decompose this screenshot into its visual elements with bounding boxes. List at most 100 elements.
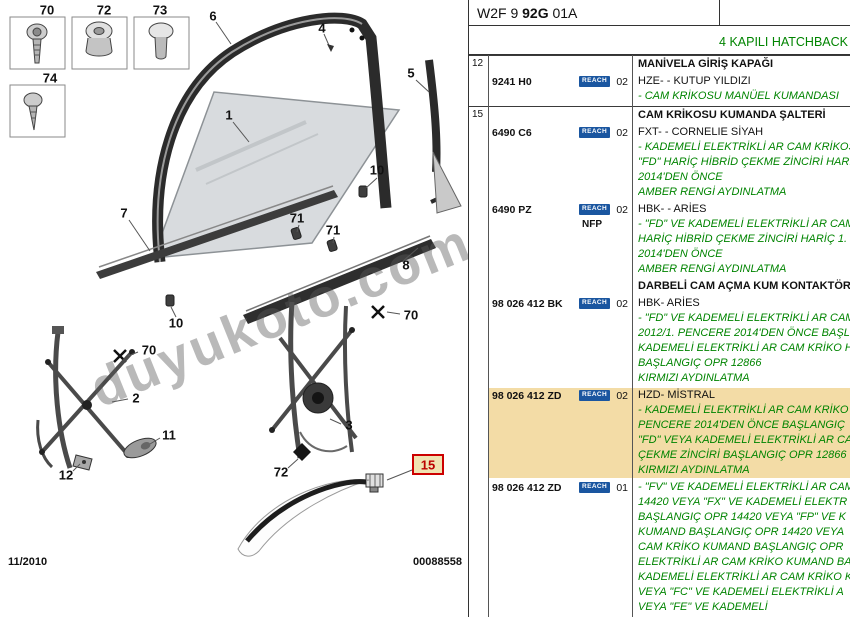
handle-part bbox=[123, 437, 157, 459]
description-line: PENCERE 2014'DEN ÖNCE BAŞLANGIÇ bbox=[638, 419, 845, 431]
part-callout-6[interactable]: 6 bbox=[209, 9, 216, 24]
window-regulator-right bbox=[269, 301, 358, 459]
part-cell-empty bbox=[488, 108, 632, 123]
description-line: - KADEMELİ ELEKTRİKLİ AR CAM KRİKO bbox=[638, 404, 849, 416]
section-title: MANİVELA GİRİŞ KAPAĞI bbox=[638, 58, 774, 70]
trim-strip bbox=[237, 479, 370, 557]
reach-badge[interactable]: REACH bbox=[579, 482, 611, 493]
description-line: ÇEKME ZİNCİRİ BAŞLANGIÇ OPR 12866 bbox=[638, 449, 847, 461]
description-line: - "FD" VE KADEMELİ ELEKTRİKLİ AR CAM bbox=[638, 218, 850, 230]
row-index bbox=[469, 388, 488, 478]
description-line: KADEMELİ ELEKTRİKLİ AR CAM KRİKO K bbox=[638, 571, 850, 583]
vehicle-variant-label: 4 KAPILI HATCHBACK bbox=[469, 26, 850, 55]
description-line: 14420 VEYA "FX" VE KADEMELİ ELEKTR bbox=[638, 496, 848, 508]
part-callout-3[interactable]: 3 bbox=[345, 418, 352, 433]
description-line: HZE- - KUTUP YILDIZI bbox=[638, 75, 751, 87]
table-section-title-row: 15 CAM KRİKOSU KUMANDA ŞALTERİ bbox=[469, 106, 850, 123]
fastener-boxes bbox=[9, 16, 190, 138]
description-line: ELEKTRİKLİ AR CAM KRİKO KUMAND BA bbox=[638, 556, 850, 568]
row-index: 12 bbox=[472, 58, 484, 69]
parts-list-panel: W2F 9 92G 01A 4 KAPILI HATCHBACK 12 MANİV… bbox=[468, 0, 850, 617]
clips bbox=[165, 185, 368, 307]
part-callout-4[interactable]: 4 bbox=[318, 21, 326, 36]
row-index bbox=[469, 480, 488, 615]
section-title: CAM KRİKOSU KUMANDA ŞALTERİ bbox=[638, 109, 826, 121]
part-callout-8[interactable]: 8 bbox=[402, 258, 409, 273]
part-number[interactable]: 98 026 412 BK bbox=[492, 297, 563, 310]
row-index: 15 bbox=[472, 109, 484, 120]
description-line: KIRMIZI AYDINLATMA bbox=[638, 372, 750, 384]
description-line: - "FV" VE KADEMELİ ELEKTRİKLİ AR CAM bbox=[638, 481, 850, 493]
switch-part bbox=[365, 473, 384, 493]
description-line: - "FD" VE KADEMELİ ELEKTRİKLİ AR CAM bbox=[638, 312, 850, 324]
part-number[interactable]: 98 026 412 ZD bbox=[492, 481, 562, 494]
part-callout-15[interactable]: 15 bbox=[421, 458, 435, 473]
part-callout-5[interactable]: 5 bbox=[407, 66, 414, 81]
description-line: KADEMELİ ELEKTRİKLİ AR CAM KRİKO H bbox=[638, 342, 850, 354]
header-strip: W2F 9 92G 01A bbox=[469, 0, 850, 26]
quantity: 02 bbox=[616, 203, 628, 216]
fastener-icons bbox=[23, 21, 174, 131]
description-cell: HBK- ARİES- "FD" VE KADEMELİ ELEKTRİKLİ … bbox=[632, 296, 850, 386]
part-number[interactable]: 9241 H0 bbox=[492, 75, 532, 88]
square-nut bbox=[293, 443, 311, 461]
reach-badge[interactable]: REACH bbox=[579, 204, 611, 215]
part-callout-1[interactable]: 1 bbox=[225, 108, 232, 123]
row-index bbox=[469, 125, 488, 200]
part-number[interactable]: 6490 C6 bbox=[492, 126, 532, 139]
part-callout-12[interactable]: 12 bbox=[59, 468, 73, 483]
part-callout-7[interactable]: 7 bbox=[120, 206, 127, 221]
parts-diagram: duyukoto.com 707273746451107717181070702… bbox=[9, 3, 480, 557]
description-line: BAŞLANGIÇ OPR 14420 VEYA "FP" VE K bbox=[638, 511, 846, 523]
part-number[interactable]: 6490 PZ bbox=[492, 203, 532, 216]
reach-badge[interactable]: REACH bbox=[579, 298, 611, 309]
part-callout-10[interactable]: 10 bbox=[370, 163, 384, 178]
part-callout-72[interactable]: 72 bbox=[274, 465, 288, 480]
quantity: 02 bbox=[616, 389, 628, 402]
part-callout-11[interactable]: 11 bbox=[162, 428, 176, 443]
table-part-row[interactable]: 9241 H0 REACH 02 HZE- - KUTUP YILDIZI - CAM … bbox=[469, 74, 850, 104]
reach-badge[interactable]: REACH bbox=[579, 390, 611, 401]
description-line: KIRMIZI AYDINLATMA bbox=[638, 464, 750, 476]
section-title: DARBELİ CAM AÇMA KUM KONTAKTÖRÜ bbox=[638, 280, 850, 292]
lower-seal-left bbox=[96, 185, 338, 279]
highlighted-callout-box[interactable] bbox=[412, 454, 444, 475]
diagram-date: 11/2010 bbox=[8, 556, 48, 568]
part-callout-71[interactable]: 71 bbox=[326, 223, 340, 238]
description-cell: HZD- MİSTRAL- KADEMELİ ELEKTRİKLİ AR CAM… bbox=[632, 388, 850, 478]
part-callout-2[interactable]: 2 bbox=[132, 391, 139, 406]
callout-labels: 70 72 73 74 6 4 5 1 10 7 71 71 8 10 70 70 2 3 11 12 72 15 bbox=[40, 3, 444, 483]
reach-badge[interactable]: REACH bbox=[579, 127, 611, 138]
description-line: VEYA "FC" VE KADEMELİ ELEKTRİKLİ A bbox=[638, 586, 844, 598]
window-regulator-left bbox=[36, 326, 135, 469]
reach-badge[interactable]: REACH bbox=[579, 76, 611, 87]
part-callout-10[interactable]: 10 bbox=[169, 316, 183, 331]
part-callout-72[interactable]: 72 bbox=[97, 3, 111, 18]
part-callout-70[interactable]: 70 bbox=[40, 3, 54, 18]
description-cell: HBK- - ARİES- "FD" VE KADEMELİ ELEKTRİKL… bbox=[632, 202, 850, 277]
part-callout-74[interactable]: 74 bbox=[43, 71, 58, 86]
part-callout-73[interactable]: 73 bbox=[153, 3, 167, 18]
part-callout-71[interactable]: 71 bbox=[290, 211, 304, 226]
description-cell: FXT- - CORNELIE SİYAH- KADEMELİ ELEKTRİK… bbox=[632, 125, 850, 200]
part-callout-70[interactable]: 70 bbox=[404, 308, 418, 323]
quantity: 02 bbox=[616, 75, 628, 88]
row-index bbox=[469, 202, 488, 277]
part-code-suffix: 01A bbox=[548, 5, 578, 21]
description-cell: - "FV" VE KADEMELİ ELEKTRİKLİ AR CAM 1442… bbox=[632, 480, 850, 615]
description-line: - CAM KRİKOSU MANÜEL KUMANDASI bbox=[638, 90, 839, 102]
description-line: VEYA "FE" VE KADEMELİ bbox=[638, 601, 768, 613]
description-line: AMBER RENGİ AYDINLATMA bbox=[638, 263, 787, 275]
part-callout-70[interactable]: 70 bbox=[142, 343, 156, 358]
table-part-row[interactable]: 98 026 412 ZD REACH 02 HZD- MİSTRAL- KADEME… bbox=[469, 388, 850, 478]
part-number[interactable]: 98 026 412 ZD bbox=[492, 389, 562, 402]
description-line: HARİÇ HİBRİD ÇEKME ZİNCİRİ HARİÇ 1. bbox=[638, 233, 848, 245]
parts-table: 12 MANİVELA GİRİŞ KAPAĞI 9241 H0 REACH 02 HZE… bbox=[469, 55, 850, 617]
